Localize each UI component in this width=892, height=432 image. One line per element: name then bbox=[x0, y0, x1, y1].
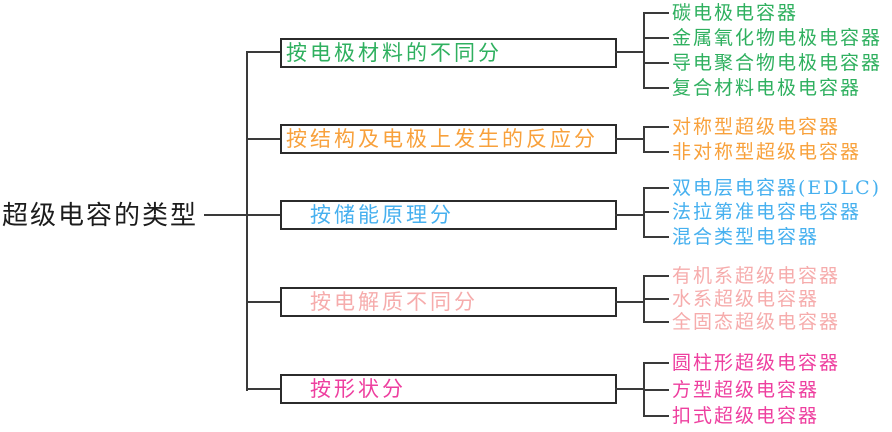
connector-junction-line bbox=[615, 51, 645, 53]
leaf-item: 对称型超级电容器 bbox=[672, 116, 841, 138]
connector-leaf-line bbox=[643, 275, 669, 277]
connector-leaf-line bbox=[643, 126, 669, 128]
leaf-item: 方型超级电容器 bbox=[672, 379, 820, 401]
connector-root-line bbox=[204, 214, 282, 216]
branch-label: 按电极材料的不同分 bbox=[286, 41, 502, 65]
connector-leaf-line bbox=[643, 37, 669, 39]
leaf-item: 复合材料电极电容器 bbox=[672, 77, 862, 99]
connector-leaf-line bbox=[643, 187, 669, 189]
connector-junction-line bbox=[615, 301, 645, 303]
leaf-item: 金属氧化物电极电容器 bbox=[672, 27, 883, 49]
connector-leaf-line bbox=[643, 389, 669, 391]
leaf-item: 混合类型电容器 bbox=[672, 226, 820, 248]
leaf-item: 有机系超级电容器 bbox=[672, 265, 841, 287]
branch-label: 按储能原理分 bbox=[310, 203, 454, 227]
branch-box-shape: 按形状分 bbox=[280, 374, 617, 404]
connector-junction-line bbox=[615, 388, 645, 390]
branch-box-structure-reaction: 按结构及电极上发生的反应分 bbox=[280, 124, 617, 154]
connector-leaf-line bbox=[643, 87, 669, 89]
connector-leaf-line bbox=[643, 362, 669, 364]
leaf-item: 水系超级电容器 bbox=[672, 288, 820, 310]
connector-branch-line bbox=[246, 388, 282, 390]
leaf-item: 非对称型超级电容器 bbox=[672, 141, 862, 163]
connector-branch-line bbox=[246, 301, 282, 303]
connector-leaf-line bbox=[643, 151, 669, 153]
leaf-item: 导电聚合物电极电容器 bbox=[672, 52, 883, 74]
connector-leaf-line bbox=[643, 62, 669, 64]
leaf-item: 圆柱形超级电容器 bbox=[672, 352, 841, 374]
leaf-item: 扣式超级电容器 bbox=[672, 405, 820, 427]
connector-trunk-line bbox=[246, 51, 248, 391]
connector-leaf-line bbox=[643, 211, 669, 213]
leaf-item: 全固态超级电容器 bbox=[672, 311, 841, 333]
connector-leaf-line bbox=[643, 321, 669, 323]
connector-bracket-line bbox=[643, 12, 645, 89]
connector-leaf-line bbox=[643, 298, 669, 300]
connector-branch-line bbox=[246, 51, 282, 53]
connector-leaf-line bbox=[643, 12, 669, 14]
leaf-item: 碳电极电容器 bbox=[672, 2, 799, 24]
connector-leaf-line bbox=[643, 236, 669, 238]
connector-leaf-line bbox=[643, 415, 669, 417]
branch-box-energy-storage: 按储能原理分 bbox=[280, 200, 617, 230]
connector-branch-line bbox=[246, 138, 282, 140]
branch-label: 按形状分 bbox=[310, 377, 406, 401]
connector-junction-line bbox=[615, 138, 645, 140]
branch-label: 按电解质不同分 bbox=[310, 290, 478, 314]
connector-bracket-line bbox=[643, 126, 645, 153]
branch-label: 按结构及电极上发生的反应分 bbox=[286, 127, 598, 151]
leaf-item: 法拉第准电容电容器 bbox=[672, 201, 862, 223]
connector-junction-line bbox=[615, 214, 645, 216]
branch-box-electrolyte: 按电解质不同分 bbox=[280, 287, 617, 317]
leaf-item: 双电层电容器(EDLC) bbox=[672, 177, 882, 199]
branch-box-electrode-material: 按电极材料的不同分 bbox=[280, 38, 617, 68]
root-node-label: 超级电容的类型 bbox=[2, 201, 199, 231]
